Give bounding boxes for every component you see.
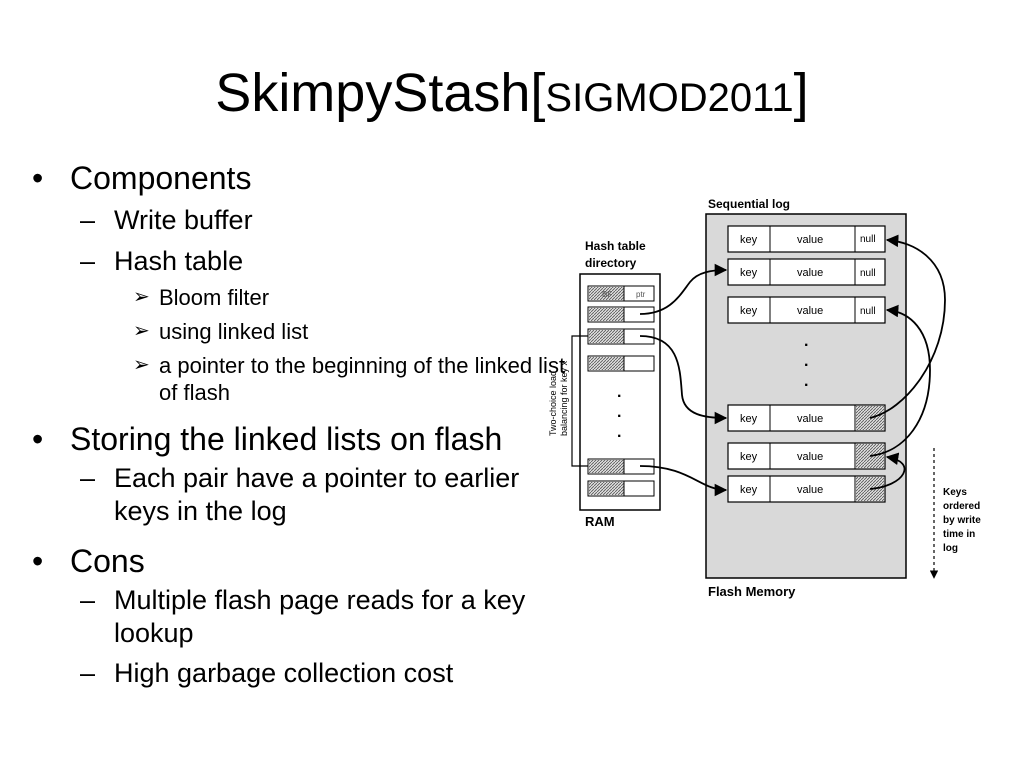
skimpystash-diagram: Sequential log Flash Memory Hash table d…: [530, 185, 1010, 605]
bullet-text: Each pair have a pointer to earlier keys…: [114, 463, 520, 526]
log-key: key: [740, 234, 758, 246]
hash-table-label: Hash table: [585, 239, 646, 253]
directory-slot: [587, 458, 655, 475]
bullet-arrow: ➢: [133, 286, 150, 308]
two-choice-bracket: [571, 335, 588, 467]
bullet-arrow: ➢: [133, 320, 150, 342]
bullet-level3: ➢ Bloom filter: [28, 284, 568, 311]
log-entry: key value null: [727, 225, 886, 253]
log-ellipsis: .: [804, 373, 808, 390]
log-key: key: [740, 413, 758, 425]
flash-memory-label: Flash Memory: [708, 584, 796, 599]
bullet-text: using linked list: [159, 319, 309, 344]
two-choice-label-2: balancing for key x: [559, 360, 569, 436]
bullet-dash: –: [80, 205, 96, 235]
pointer-arrow: [639, 335, 728, 425]
keys-ordered-label: time in: [943, 529, 975, 540]
directory-slot: BF ptr: [587, 285, 655, 302]
log-key: key: [740, 451, 758, 463]
sequential-log-label: Sequential log: [708, 197, 790, 211]
ptr-label: ptr: [636, 290, 646, 299]
bullet-text: Storing the linked lists on flash: [70, 421, 503, 457]
bullet-level2: –High garbage collection cost: [28, 657, 568, 690]
bullet-level2: –Each pair have a pointer to earlier key…: [28, 462, 524, 528]
log-key: key: [740, 484, 758, 496]
log-value: value: [797, 484, 823, 496]
log-value: value: [797, 451, 823, 463]
directory-ellipsis: .: [617, 384, 621, 401]
bullet-level2: –Multiple flash page reads for a key loo…: [28, 584, 584, 650]
log-value: value: [797, 413, 823, 425]
bullet-text: Components: [70, 160, 252, 196]
log-null: null: [860, 306, 876, 317]
bullet-dash: –: [80, 246, 96, 276]
bullet-level1: • Cons: [28, 541, 568, 581]
bullet-text: Write buffer: [114, 205, 253, 235]
bullet-text: a pointer to the beginning of the linked…: [159, 353, 566, 405]
bullet-dash: –: [80, 658, 96, 688]
bullet-level2: –Hash table: [28, 245, 568, 278]
keys-ordered-label: ordered: [943, 501, 980, 512]
log-entry: key value: [727, 442, 886, 470]
pointer-arrow: [639, 465, 728, 497]
directory-ellipsis: .: [617, 424, 621, 441]
two-choice-label-1: Two-choice load: [548, 371, 558, 436]
bullet-text: Cons: [70, 543, 145, 579]
bullet-list: •Components –Write buffer –Hash table ➢B…: [28, 158, 568, 690]
bullet-level3: ➢ a pointer to the beginning of the linke…: [28, 352, 569, 406]
bullet-text: Hash table: [114, 246, 244, 276]
title-close: ]: [793, 63, 809, 123]
bullet-dash: –: [80, 463, 96, 493]
directory-slot: [587, 306, 655, 323]
log-key: key: [740, 305, 758, 317]
bullet-level1: • Storing the linked lists on flash: [28, 419, 568, 459]
bullet-dash: –: [80, 585, 96, 615]
title-venue: SIGMOD2011: [545, 76, 794, 120]
log-entry: key value null: [727, 258, 886, 286]
bullet-dot: •: [32, 160, 44, 196]
log-null: null: [860, 268, 876, 279]
log-value: value: [797, 267, 823, 279]
log-entry: key value null: [727, 296, 886, 324]
bullet-text: High garbage collection cost: [114, 658, 454, 688]
pointer-arrow: [639, 263, 728, 315]
bf-label: BF: [602, 290, 612, 299]
bullet-level3: ➢ using linked list: [28, 318, 568, 345]
bullet-text: Bloom filter: [159, 285, 270, 310]
keys-ordered-label: Keys: [943, 487, 967, 498]
log-entry: key value: [727, 475, 886, 503]
bullet-arrow: ➢: [133, 354, 150, 376]
bullet-text: Multiple flash page reads for a key look…: [114, 585, 526, 648]
chain-arrow: [869, 304, 931, 457]
log-ellipsis: .: [804, 333, 808, 350]
bullet-level1: • Components: [28, 158, 568, 198]
directory-slot: [587, 480, 655, 497]
slide-title: SkimpyStash[SIGMOD2011]: [0, 58, 1024, 133]
log-key: key: [740, 267, 758, 279]
log-entry: key value: [727, 404, 886, 432]
log-ellipsis: .: [804, 353, 808, 370]
ram-label: RAM: [585, 514, 615, 529]
directory-label: directory: [585, 256, 637, 270]
bullet-level2: –Write buffer: [28, 204, 568, 237]
chain-arrow: [869, 452, 906, 490]
keys-ordered-label: log: [943, 543, 958, 554]
title-main: SkimpyStash[: [215, 63, 546, 123]
keys-ordered-label: by write: [943, 515, 981, 526]
log-value: value: [797, 305, 823, 317]
bullet-dot: •: [32, 421, 44, 457]
chain-arrow: [869, 234, 946, 419]
log-value: value: [797, 234, 823, 246]
directory-slot: [587, 355, 655, 372]
bullet-dot: •: [32, 543, 44, 579]
log-null: null: [860, 234, 876, 245]
directory-ellipsis: .: [617, 404, 621, 421]
